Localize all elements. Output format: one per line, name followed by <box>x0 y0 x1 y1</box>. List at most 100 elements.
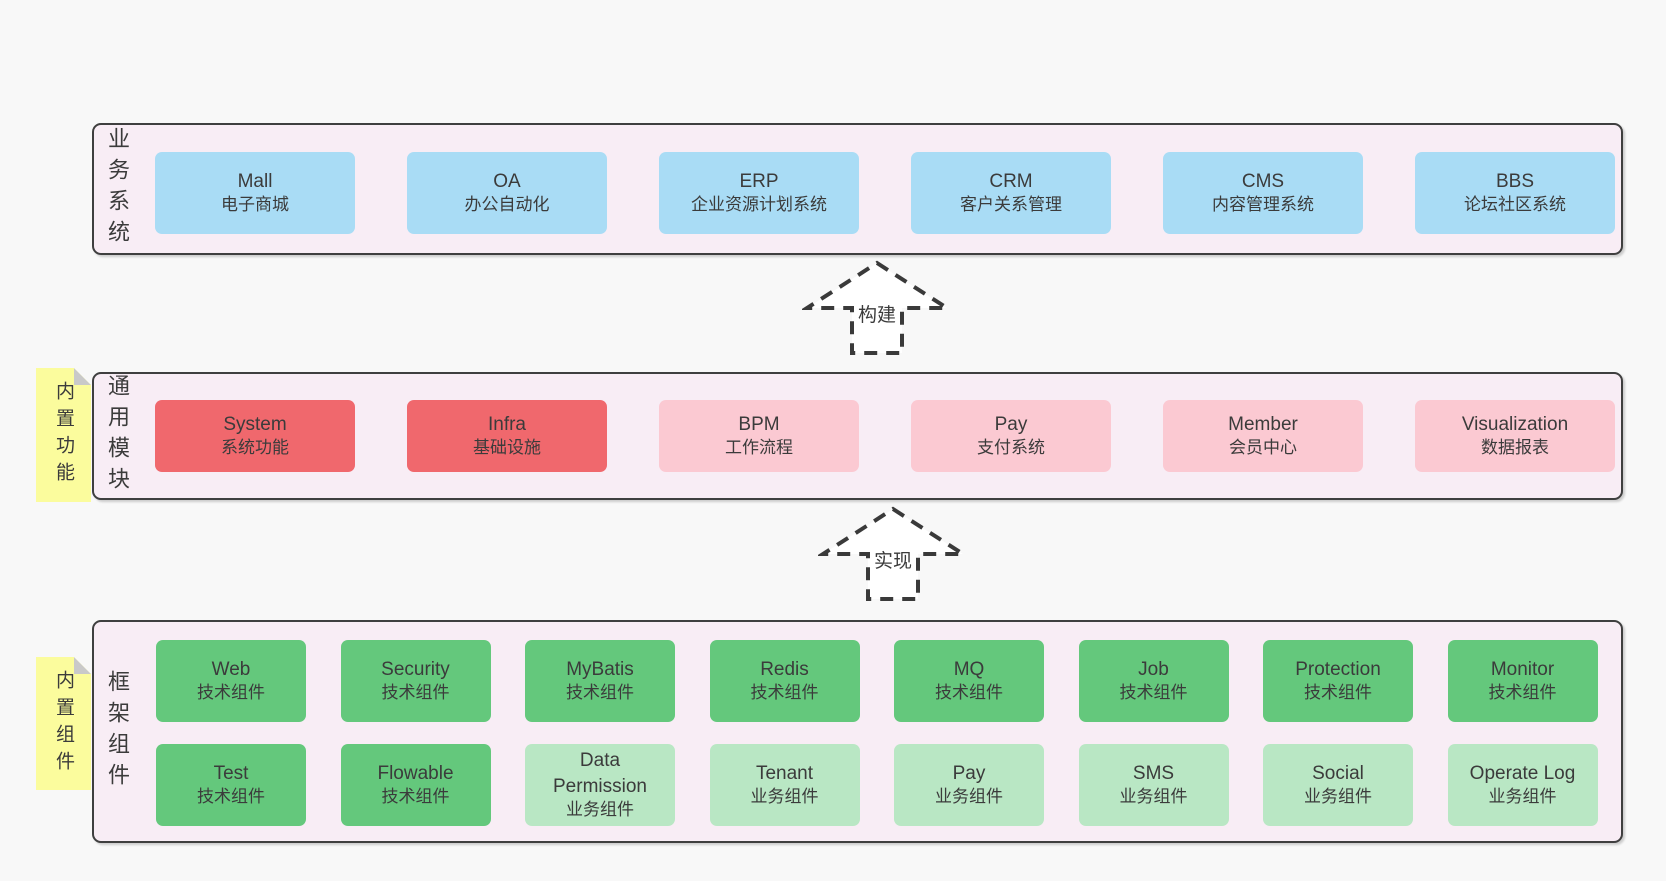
note-built-in-features: 内置功能 <box>36 368 91 502</box>
box-subtitle: 论坛社区系统 <box>1464 195 1566 215</box>
box-title: Test <box>213 762 249 784</box>
box-subtitle: 数据报表 <box>1481 438 1549 458</box>
box-flowable: Flowable 技术组件 <box>340 744 491 826</box>
box-title: MyBatis <box>566 658 634 680</box>
box-social: Social 业务组件 <box>1263 744 1413 826</box>
box-tenant: Tenant 业务组件 <box>709 744 860 826</box>
box-test: Test 技术组件 <box>156 744 306 826</box>
box-title: Protection <box>1295 658 1381 680</box>
box-subtitle: 会员中心 <box>1229 438 1297 458</box>
box-title: Flowable <box>377 762 454 784</box>
box-subtitle: 技术组件 <box>1488 683 1557 703</box>
modules-box-row: System 系统功能 Infra 基础设施 BPM 工作流程 Pay 支付系统… <box>155 400 1621 472</box>
arrow-build-label: 构建 <box>855 305 899 328</box>
band-label-business-systems: 业务系统 <box>105 127 130 251</box>
box-subtitle: 业务组件 <box>935 787 1003 807</box>
box-mybatis: MyBatis 技术组件 <box>525 640 675 722</box>
box-subtitle: 技术组件 <box>935 683 1003 703</box>
box-subtitle: 企业资源计划系统 <box>691 195 827 215</box>
box-title: SMS <box>1132 762 1175 784</box>
box-subtitle: 技术组件 <box>1304 683 1372 703</box>
box-system: System 系统功能 <box>155 400 355 472</box>
box-subtitle: 办公自动化 <box>464 195 550 215</box>
box-title: Security <box>381 658 450 680</box>
note-built-in-components: 内置组件 <box>36 657 91 790</box>
band-common-modules: 通用模块 System 系统功能 Infra 基础设施 BPM 工作流程 Pay… <box>92 372 1623 500</box>
box-subtitle: 技术组件 <box>381 787 450 807</box>
box-subtitle: 技术组件 <box>566 683 634 703</box>
arrow-implement: 实现 <box>818 506 968 602</box>
band-framework-components: 框架组件 Web 技术组件 Security 技术组件 MyBatis 技术组件… <box>92 620 1623 843</box>
box-web: Web 技术组件 <box>156 640 306 722</box>
box-title: Web <box>211 658 251 680</box>
box-subtitle: 工作流程 <box>725 438 793 458</box>
box-title: Pay <box>952 762 986 784</box>
box-monitor: Monitor 技术组件 <box>1447 640 1598 722</box>
box-pay-module: Pay 支付系统 <box>911 400 1111 472</box>
note-fold-icon <box>74 368 91 385</box>
note-built-in-components-label: 内置组件 <box>53 669 74 778</box>
box-bpm: BPM 工作流程 <box>659 400 859 472</box>
box-title: BBS <box>1495 170 1535 192</box>
box-title: MQ <box>953 658 985 680</box>
components-row-1: Web 技术组件 Security 技术组件 MyBatis 技术组件 Redi… <box>156 640 1621 722</box>
box-subtitle: 业务组件 <box>1119 787 1188 807</box>
box-subtitle: 支付系统 <box>977 438 1045 458</box>
box-title: Mall <box>237 170 273 192</box>
box-subtitle: 客户关系管理 <box>960 195 1062 215</box>
box-oa: OA 办公自动化 <box>407 152 607 234</box>
box-subtitle: 内容管理系统 <box>1212 195 1314 215</box>
box-title: Data Permission <box>553 749 647 797</box>
note-fold-icon <box>74 657 91 674</box>
box-pay-component: Pay 业务组件 <box>894 744 1044 826</box>
box-erp: ERP 企业资源计划系统 <box>659 152 859 234</box>
box-data-permission: Data Permission 业务组件 <box>525 744 675 826</box>
box-job: Job 技术组件 <box>1078 640 1229 722</box>
box-subtitle: 系统功能 <box>221 438 289 458</box>
box-title: Member <box>1228 413 1298 435</box>
box-crm: CRM 客户关系管理 <box>911 152 1111 234</box>
box-bbs: BBS 论坛社区系统 <box>1415 152 1615 234</box>
arrow-implement-label: 实现 <box>871 551 915 574</box>
box-redis: Redis 技术组件 <box>709 640 860 722</box>
box-subtitle: 技术组件 <box>750 683 819 703</box>
box-visualization: Visualization 数据报表 <box>1415 400 1615 472</box>
box-title: Social <box>1312 762 1364 784</box>
box-subtitle: 技术组件 <box>1119 683 1188 703</box>
box-title: Job <box>1138 658 1169 680</box>
box-subtitle: 业务组件 <box>1304 787 1372 807</box>
arrow-build: 构建 <box>802 260 952 356</box>
box-title: Redis <box>760 658 809 680</box>
box-operate-log: Operate Log 业务组件 <box>1447 744 1598 826</box>
box-title: CMS <box>1241 170 1285 192</box>
box-sms: SMS 业务组件 <box>1078 744 1229 826</box>
box-protection: Protection 技术组件 <box>1263 640 1413 722</box>
box-subtitle: 电子商城 <box>221 195 289 215</box>
box-title: BPM <box>738 413 780 435</box>
box-title: Operate Log <box>1469 762 1576 784</box>
box-subtitle: 基础设施 <box>473 438 541 458</box>
box-title: Monitor <box>1490 658 1555 680</box>
box-subtitle: 业务组件 <box>1488 787 1557 807</box>
box-title: Tenant <box>755 762 814 784</box>
box-title: Visualization <box>1461 413 1569 435</box>
box-title: Pay <box>994 413 1028 435</box>
box-title: CRM <box>989 170 1033 192</box>
box-subtitle: 技术组件 <box>381 683 450 703</box>
box-title: System <box>223 413 287 435</box>
band-business-systems: 业务系统 Mall 电子商城 OA 办公自动化 ERP 企业资源计划系统 CRM… <box>92 123 1623 255</box>
box-member: Member 会员中心 <box>1163 400 1363 472</box>
box-subtitle: 业务组件 <box>750 787 819 807</box>
box-title: OA <box>493 170 521 192</box>
box-infra: Infra 基础设施 <box>407 400 607 472</box>
box-subtitle: 技术组件 <box>197 683 265 703</box>
box-subtitle: 技术组件 <box>197 787 265 807</box>
business-box-row: Mall 电子商城 OA 办公自动化 ERP 企业资源计划系统 CRM 客户关系… <box>155 152 1621 234</box>
box-title: ERP <box>739 170 779 192</box>
band-label-framework-components: 框架组件 <box>105 669 130 794</box>
box-title: Infra <box>487 413 527 435</box>
box-mall: Mall 电子商城 <box>155 152 355 234</box>
band-label-common-modules: 通用模块 <box>105 374 130 498</box>
box-mq: MQ 技术组件 <box>894 640 1044 722</box>
box-security: Security 技术组件 <box>340 640 491 722</box>
